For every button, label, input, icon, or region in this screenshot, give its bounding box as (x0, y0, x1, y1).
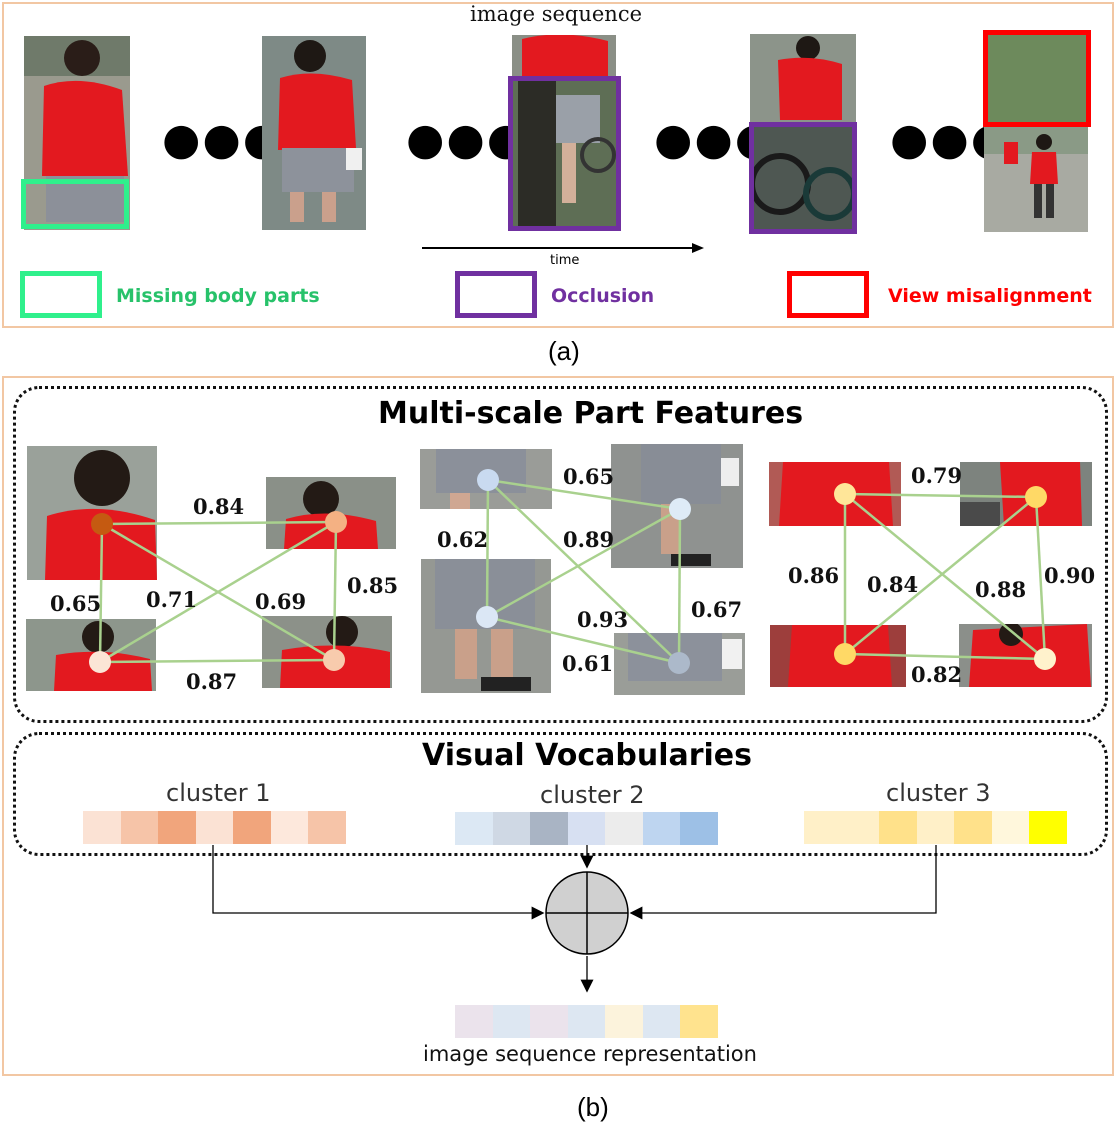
occlusion-box (508, 76, 621, 231)
vocab-swatch (492, 812, 530, 845)
g2-weight-diag1: 0.89 (563, 527, 615, 552)
g2-weight-bottom: 0.61 (562, 651, 614, 676)
g1-crop-shoulder (266, 477, 396, 549)
g2-weight-diag2: 0.93 (577, 607, 629, 632)
legend-missing-swatch (20, 271, 102, 318)
ellipsis-1: ●●● (162, 114, 284, 165)
vocab-swatch (195, 811, 233, 844)
sequence-frame-3 (512, 35, 616, 231)
vocab-swatch (233, 811, 271, 844)
vocab-swatch (492, 1005, 530, 1038)
g3-weight-diag1: 0.84 (867, 572, 919, 597)
vocab-swatch (83, 811, 121, 844)
visual-vocab-box (13, 732, 1108, 856)
cluster-3-label: cluster 3 (886, 779, 991, 807)
representation-swatches (455, 1005, 718, 1038)
vocab-swatch (270, 811, 308, 844)
vocab-swatch (158, 811, 196, 844)
g2-weight-top: 0.65 (563, 464, 615, 489)
g1-weight-left: 0.65 (50, 591, 102, 616)
vocab-swatch (879, 811, 917, 844)
panel-b (2, 376, 1114, 1076)
cluster-1-swatches (83, 811, 346, 844)
cluster-2-swatches (455, 812, 718, 845)
g3-weight-bottom: 0.82 (911, 662, 963, 687)
vocab-swatch (308, 811, 346, 844)
caption-b: (b) (577, 1092, 609, 1122)
g3-weight-top: 0.79 (911, 463, 963, 488)
g2-weight-right: 0.67 (691, 597, 743, 622)
legend-view-swatch (787, 271, 869, 318)
vocab-swatch (530, 1005, 568, 1038)
sequence-frame-5 (984, 34, 1088, 232)
g1-weight-diag1: 0.71 (146, 587, 198, 612)
g3-weight-diag2: 0.88 (975, 577, 1027, 602)
time-label: time (550, 253, 580, 268)
view-misalignment-box (983, 30, 1091, 127)
vocab-swatch (1029, 811, 1067, 844)
vocab-swatch (642, 812, 680, 845)
part-features-title: Multi-scale Part Features (378, 396, 804, 431)
vocab-swatch (804, 811, 842, 844)
legend-occlusion-label: Occlusion (551, 285, 655, 307)
vocab-swatch (991, 811, 1029, 844)
vocab-swatch (530, 812, 568, 845)
missing-body-parts-box (21, 179, 129, 229)
image-sequence-title: image sequence (470, 2, 643, 26)
g3-weight-right: 0.90 (1044, 563, 1096, 588)
vocab-swatch (605, 812, 643, 845)
ellipsis-2: ●●● (406, 114, 528, 165)
panel-a (2, 2, 1114, 328)
part-features-box (13, 386, 1108, 723)
vocab-swatch (680, 812, 718, 845)
cluster-1-label: cluster 1 (166, 779, 271, 807)
cluster-2-label: cluster 2 (540, 781, 645, 809)
vocab-swatch (916, 811, 954, 844)
representation-label: image sequence representation (423, 1042, 757, 1066)
vocab-swatch (455, 812, 493, 845)
vocab-swatch (567, 812, 605, 845)
caption-a: (a) (548, 336, 580, 366)
legend-missing-label: Missing body parts (116, 285, 320, 307)
visual-vocab-title: Visual Vocabularies (422, 738, 753, 773)
legend-view-label: View misalignment (888, 285, 1092, 307)
cluster-3-swatches (804, 811, 1067, 844)
g1-crop-torso-right (262, 616, 392, 688)
sequence-frame-4 (750, 34, 856, 232)
occlusion-box-2 (749, 122, 857, 234)
vocab-swatch (680, 1005, 718, 1038)
g1-weight-bottom: 0.87 (186, 669, 238, 694)
vocab-swatch (954, 811, 992, 844)
vocab-swatch (120, 811, 158, 844)
legend-occlusion-swatch (455, 271, 537, 318)
vocab-swatch (605, 1005, 643, 1038)
g1-weight-diag2: 0.69 (255, 589, 307, 614)
g1-weight-top: 0.84 (193, 494, 245, 519)
time-arrow (422, 243, 704, 253)
vocab-swatch (841, 811, 879, 844)
g1-crop-torso-left (26, 619, 156, 691)
g3-crop-4 (959, 624, 1092, 687)
vocab-swatch (455, 1005, 493, 1038)
g3-weight-left: 0.86 (788, 563, 840, 588)
g1-weight-right: 0.85 (347, 573, 399, 598)
vocab-swatch (567, 1005, 605, 1038)
sequence-frame-2 (262, 36, 366, 230)
vocab-swatch (642, 1005, 680, 1038)
g1-crop-head (27, 446, 157, 580)
g2-weight-left: 0.62 (437, 527, 489, 552)
